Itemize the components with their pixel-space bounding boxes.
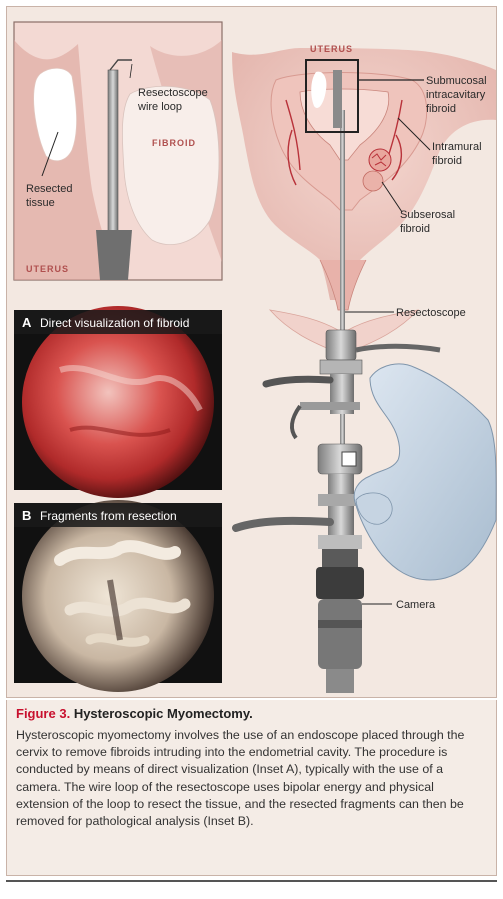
panel-b-letter: B	[22, 508, 31, 523]
resectoscope-label: Resectoscope	[396, 307, 466, 319]
camera-label: Camera	[396, 599, 436, 611]
submucosal-label-1: Submucosal	[426, 75, 487, 87]
submucosal-label-2: intracavitary	[426, 89, 486, 101]
subserosal-label-2: fibroid	[400, 223, 430, 235]
intramural-label-2: fibroid	[432, 155, 462, 167]
inset-uterus-label: UTERUS	[26, 264, 69, 274]
panel-a-letter: A	[22, 315, 32, 330]
inset-top	[13, 21, 223, 281]
caption-title: Figure 3. Hysteroscopic Myomectomy.	[16, 706, 253, 721]
submucosal-label-3: fibroid	[426, 103, 456, 115]
panel-a-title: Direct visualization of fibroid	[40, 316, 189, 330]
inset-resected-label-1: Resected	[26, 183, 72, 195]
illustration: UTERUS Submucosal intracavitary fibroid …	[13, 21, 497, 693]
inset-resectoscope-label-1: Resectoscope	[138, 87, 208, 99]
resectoscope-body	[232, 329, 441, 693]
intramural-label-1: Intramural	[432, 141, 482, 153]
caption-block	[6, 700, 497, 876]
panel-b	[14, 500, 222, 692]
main-uterus-label: UTERUS	[310, 44, 353, 54]
label-leaders	[345, 79, 431, 605]
figure-number: Figure 3.	[16, 706, 71, 721]
gloved-hand	[353, 363, 497, 581]
inset-resectoscope-label-2: wire loop	[137, 101, 182, 113]
subserosal-label-1: Subserosal	[400, 209, 455, 221]
panel-b-title: Fragments from resection	[40, 509, 177, 523]
panel-a	[14, 306, 222, 498]
bottom-rule	[6, 880, 497, 882]
caption-body: Hysteroscopic myomectomy involves the us…	[16, 728, 465, 829]
inset-fibroid-label: FIBROID	[152, 138, 196, 148]
figure-title: Hysteroscopic Myomectomy.	[73, 706, 253, 721]
inset-resected-label-2: tissue	[26, 197, 55, 209]
